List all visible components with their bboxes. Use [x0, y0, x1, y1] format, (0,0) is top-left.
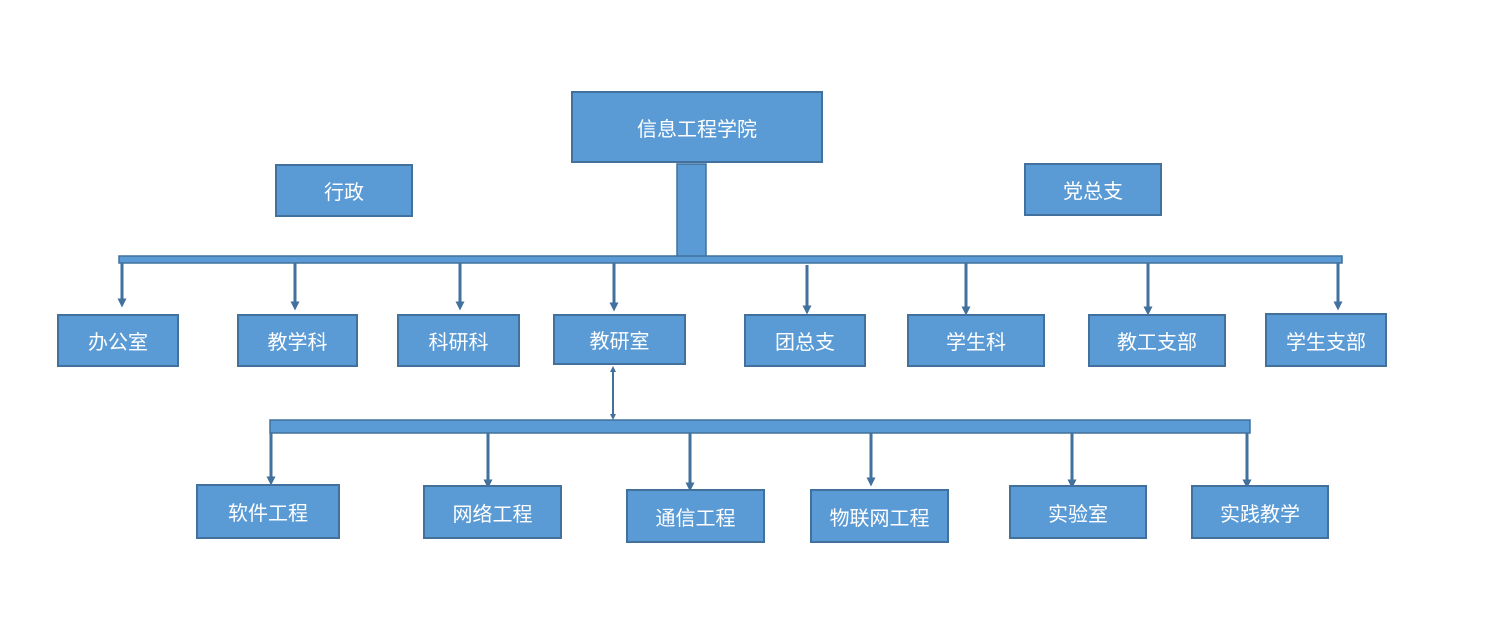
level2-node: 实践教学 — [1191, 485, 1329, 539]
level2-node: 物联网工程 — [810, 489, 949, 543]
level1-node: 学生科 — [907, 314, 1045, 367]
level1-node: 学生支部 — [1265, 313, 1387, 367]
level2-node: 实验室 — [1009, 485, 1147, 539]
level2-node: 网络工程 — [423, 485, 562, 539]
level1-node-parent: 教研室 — [553, 314, 686, 365]
side-label-left: 行政 — [275, 164, 413, 217]
level1-node: 团总支 — [744, 314, 866, 367]
root-node: 信息工程学院 — [571, 91, 823, 163]
level1-node: 科研科 — [397, 314, 520, 367]
side-label-right: 党总支 — [1024, 163, 1162, 216]
level1-node: 办公室 — [57, 314, 179, 367]
level2-node: 软件工程 — [196, 484, 340, 539]
level1-node: 教学科 — [237, 314, 358, 367]
main-bus-bar — [118, 255, 1343, 264]
level2-node: 通信工程 — [626, 489, 765, 543]
sub-bus-bar — [269, 419, 1251, 434]
root-trunk — [676, 163, 707, 258]
level1-node: 教工支部 — [1088, 314, 1226, 367]
